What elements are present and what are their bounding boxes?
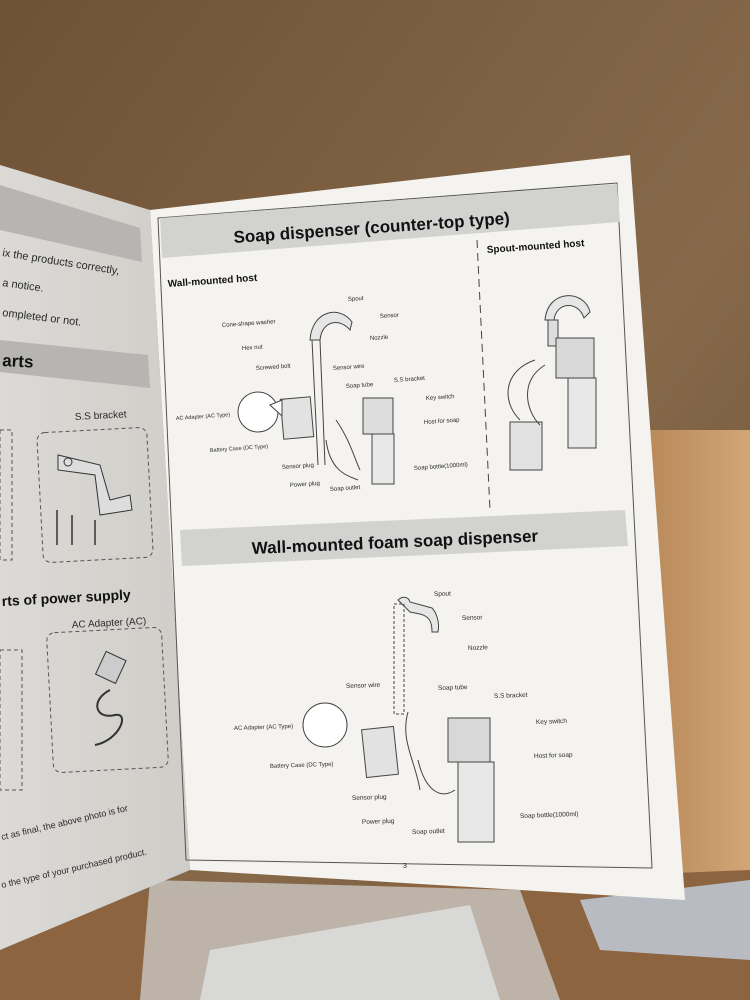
d2-soap-bottle-label: Soap bottle(1000ml) — [520, 811, 579, 820]
d1-spout-label: Spout — [348, 296, 364, 303]
d1-nozzle-label: Nozzle — [370, 335, 389, 342]
diagram-wall-mounted-host — [237, 311, 395, 485]
d1-hex-nut-label: Hex nut — [242, 345, 263, 352]
d2-host-for-soap-label: Host for soap — [534, 752, 573, 760]
ac-adapter-icon — [94, 650, 127, 746]
d1-screwed-bolt-label: Screwed bolt — [256, 364, 291, 372]
d2-sensor-plug-label: Sensor plug — [352, 794, 387, 802]
d2-nozzle-label: Nozzle — [468, 644, 488, 652]
d1-sensor-wire-label: Sensor wire — [333, 364, 366, 372]
ss-bracket-icon — [57, 454, 133, 516]
d2-key-switch-label: Key switch — [536, 718, 568, 726]
d2-power-plug-label: Power plug — [362, 818, 395, 826]
grey-object — [200, 905, 500, 1000]
d1-sensor-label: Sensor — [380, 313, 399, 320]
d2-spout-label: Spout — [434, 590, 451, 598]
d1-sensor-plug-label: Sensor plug — [282, 463, 314, 471]
left-section-parts: arts — [2, 351, 34, 372]
diagram2-labels: Spout Sensor Nozzle Sensor wire Soap tub… — [234, 590, 579, 836]
screws-icon — [56, 510, 96, 545]
left-section-power: rts of power supply — [1, 586, 131, 609]
d2-battery-case-label: Battery Case (DC Type) — [270, 762, 334, 770]
left-text-line2: a notice. — [2, 277, 45, 295]
d1-soap-tube-label: Soap tube — [346, 382, 374, 390]
left-ss-bracket-label: S.S bracket — [75, 409, 127, 423]
d1-ac-adapter-label: AC Adapter (AC Type) — [176, 412, 231, 422]
diagram-spout-mounted-host — [507, 295, 597, 471]
diagram1-labels: Spout Sensor Nozzle Cone-shape washer He… — [176, 296, 468, 493]
chrome-part — [580, 880, 750, 960]
d2-soap-outlet-label: Soap outlet — [412, 828, 445, 836]
d2-sensor-label: Sensor — [462, 614, 484, 622]
left-ac-adapter-label: AC Adapter (AC) — [72, 616, 147, 631]
right-page: Soap dispenser (counter-top type) Wall-m… — [150, 155, 685, 900]
d1-cone-washer-label: Cone-shape washer — [222, 319, 276, 329]
d1-soap-outlet-label: Soap outlet — [330, 485, 361, 493]
d1-key-switch-label: Key switch — [426, 394, 455, 402]
diagram-foam-dispenser — [302, 596, 495, 843]
d1-host-for-soap-label: Host for soap — [424, 417, 461, 426]
d1-power-plug-label: Power plug — [290, 481, 320, 489]
d1-ss-bracket-label: S.S bracket — [394, 376, 426, 384]
page-number: 3 — [403, 863, 407, 870]
d2-ac-adapter-label: AC Adapter (AC Type) — [234, 724, 293, 732]
d2-soap-tube-label: Soap tube — [438, 684, 468, 692]
header-bar-countertop — [160, 184, 620, 258]
d1-soap-bottle-label: Soap bottle(1000ml) — [414, 462, 468, 472]
d1-battery-case-label: Battery Case (DC Type) — [210, 444, 269, 454]
d2-sensor-wire-label: Sensor wire — [346, 682, 381, 690]
left-page: ix the products correctly, a notice. omp… — [0, 165, 190, 950]
header-bar-foam — [180, 510, 628, 566]
d2-ss-bracket-label: S.S bracket — [494, 692, 528, 700]
dashed-divider — [476, 239, 491, 511]
